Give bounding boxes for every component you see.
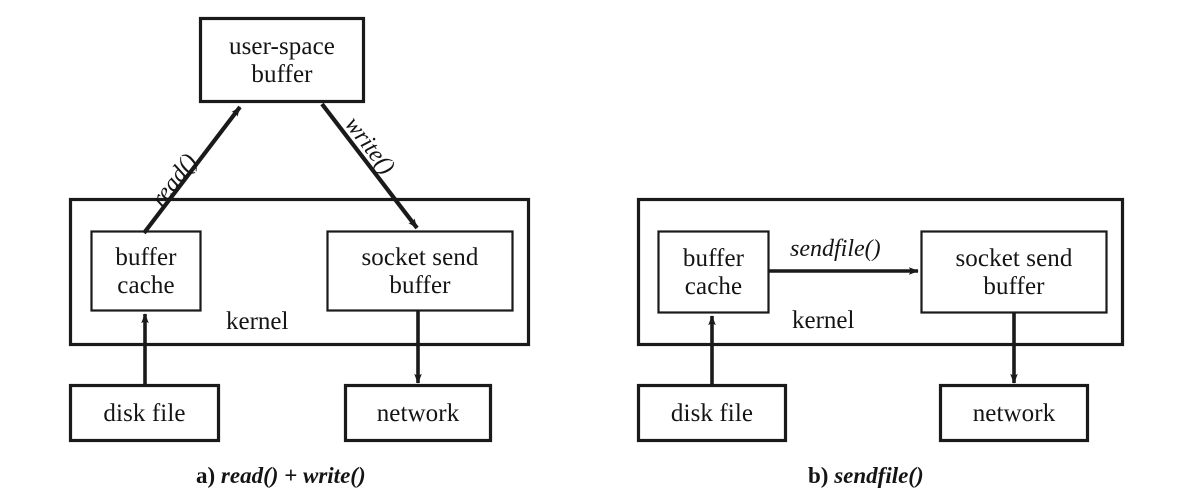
caption-a: a) read() + write() (196, 463, 366, 489)
network-box-a (343, 383, 493, 443)
network-box-b (938, 383, 1090, 443)
write-arrow (320, 102, 419, 230)
caption-b-prefix: b) (808, 463, 829, 488)
kernel-label-a: kernel (226, 308, 289, 335)
socket-send-buffer-box-b (920, 230, 1108, 314)
sendfile-call-label: sendfile() (790, 236, 881, 262)
user-space-buffer-box (198, 16, 366, 104)
read-arrow (142, 105, 242, 235)
disk-file-box-b (636, 383, 788, 443)
buffer-cache-box-b (657, 230, 770, 314)
disk-file-box-a (68, 383, 221, 443)
buffer-cache-box-a (90, 230, 202, 312)
caption-a-prefix: a) (196, 463, 216, 488)
kernel-label-b: kernel (792, 307, 855, 334)
caption-b-calls: sendfile() (834, 463, 924, 488)
socket-send-buffer-box-a (326, 230, 514, 312)
caption-a-calls: read() + write() (220, 463, 366, 488)
caption-b: b) sendfile() (808, 463, 924, 489)
